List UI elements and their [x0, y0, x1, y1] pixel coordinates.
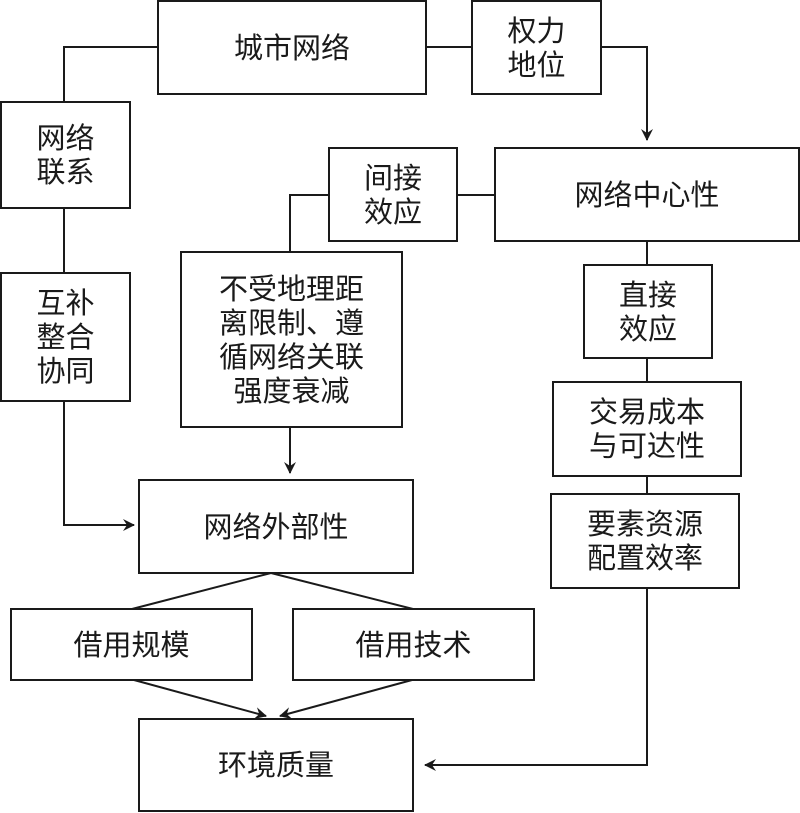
node-label: 直接 效应	[618, 277, 677, 346]
node-network-externality: 网络外部性	[138, 479, 414, 574]
edge-network-externality-borrowed-scale	[131, 572, 272, 610]
node-power-position: 权力 地位	[471, 0, 602, 95]
node-label: 网络中心性	[574, 177, 720, 212]
edge-city-network-network-linkage	[63, 46, 158, 102]
node-resource-allocation: 要素资源 配置效率	[550, 493, 740, 589]
node-indirect-effect: 间接 效应	[328, 147, 458, 242]
edge-borrowed-scale-environmental-quality	[133, 679, 267, 719]
node-borrowed-scale: 借用规模	[10, 608, 253, 681]
edge-resource-allocation-environmental-quality	[424, 588, 648, 771]
node-label: 交易成本 与可达性	[588, 395, 705, 463]
node-label: 城市网络	[233, 30, 350, 65]
node-label: 借用规模	[73, 627, 190, 662]
node-label: 借用技术	[355, 627, 472, 662]
edge-network-externality-borrowed-technology	[270, 572, 414, 610]
node-transaction-cost: 交易成本 与可达性	[552, 381, 742, 477]
node-direct-effect: 直接 效应	[583, 264, 713, 359]
node-label: 网络 联系	[36, 121, 95, 189]
edge-borrowed-technology-environmental-quality	[279, 679, 413, 719]
node-environmental-quality: 环境质量	[138, 718, 414, 812]
node-distance-unconstrained: 不受地理距 离限制、遵 循网络关联 强度衰减	[180, 251, 403, 428]
edge-indirect-effect-distance-unconstrained	[289, 194, 329, 252]
node-complementary-synergy: 互补 整合 协同	[0, 272, 131, 402]
edge-power-position-network-centrality	[601, 46, 653, 141]
node-label: 间接 效应	[363, 160, 422, 229]
node-label: 环境质量	[217, 748, 334, 782]
node-label: 互补 整合 协同	[36, 286, 95, 388]
node-label: 不受地理距 离限制、遵 循网络关联 强度衰减	[218, 271, 364, 408]
node-network-linkage: 网络 联系	[0, 101, 131, 209]
node-label: 权力 地位	[507, 13, 566, 82]
node-label: 网络外部性	[203, 509, 349, 544]
node-network-centrality: 网络中心性	[494, 147, 800, 242]
edge-complementary-synergy-network-externality	[63, 401, 135, 531]
node-label: 要素资源 配置效率	[586, 507, 703, 575]
node-city-network: 城市网络	[157, 0, 427, 95]
node-borrowed-technology: 借用技术	[292, 608, 535, 681]
